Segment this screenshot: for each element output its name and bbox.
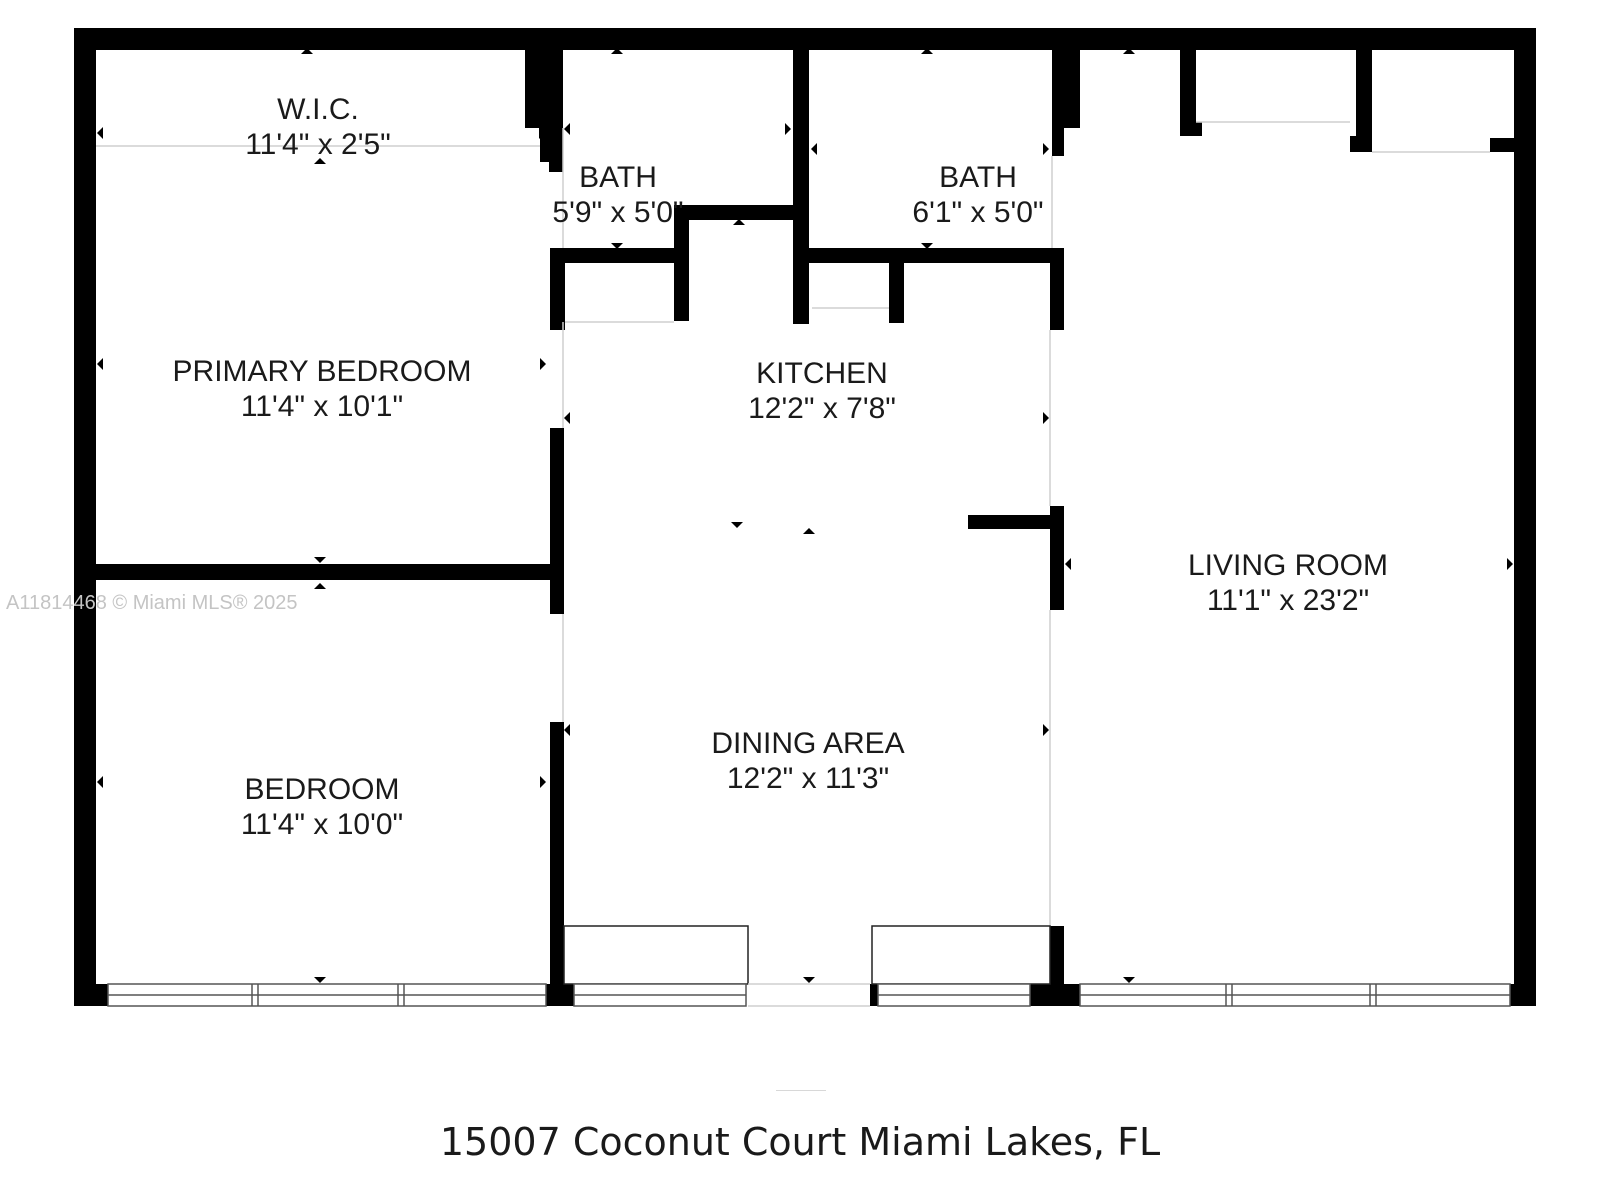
living-closet-left-foot	[1180, 122, 1202, 136]
wall-left	[74, 28, 96, 1006]
room-label-dining-area: DINING AREA 12'2" x 11'3"	[711, 726, 904, 796]
living-stub-horizontal	[968, 515, 1062, 529]
bath-right-side-wall-top	[1052, 28, 1080, 128]
bath-left-bottom-wall	[550, 248, 674, 263]
room-size: 11'1" x 23'2"	[1206, 584, 1370, 617]
room-name: BEDROOM	[244, 773, 400, 806]
wall-bottom-right-cap	[1510, 984, 1536, 1006]
living-dining-wall-bottom	[1050, 926, 1064, 1006]
room-label-primary-bedroom: PRIMARY BEDROOM 11'4" x 10'1"	[173, 354, 472, 424]
room-label-kitchen: KITCHEN 12'2" x 7'8"	[748, 356, 896, 426]
room-name: DINING AREA	[711, 727, 905, 760]
counter-left	[563, 925, 749, 985]
address-divider	[776, 1090, 826, 1091]
room-size: 11'4" x 10'0"	[240, 808, 404, 841]
wic-closet-stub	[540, 128, 563, 162]
mls-watermark: A11814468 © Miami MLS® 2025	[6, 592, 298, 614]
bath-right-side-wall-mid	[1052, 128, 1064, 156]
room-label-living-room: LIVING ROOM 11'1" x 23'2"	[1188, 548, 1388, 618]
living-closet-mid	[1356, 28, 1372, 152]
room-label-bath-right: BATH 6'1" x 5'0"	[912, 160, 1043, 230]
entry-threshold	[748, 983, 870, 1007]
room-name: PRIMARY BEDROOM	[172, 355, 472, 388]
property-address: 15007 Coconut Court Miami Lakes, FL	[439, 1120, 1161, 1164]
room-name: LIVING ROOM	[1187, 549, 1389, 582]
thin-lines	[96, 121, 1490, 926]
room-label-bath-left: BATH 5'9" x 5'0"	[552, 160, 683, 230]
counter-right	[871, 925, 1051, 985]
bath-left-step-side	[674, 205, 689, 321]
room-label-wic: W.I.C. 11'4" x 2'5"	[245, 92, 391, 162]
bath-right-bottom-wall	[809, 248, 1062, 263]
room-name: W.I.C.	[277, 93, 359, 126]
room-name: KITCHEN	[756, 357, 888, 390]
bedroom-divider	[96, 564, 560, 580]
primary-bedroom-right-wall	[550, 428, 564, 614]
room-name: BATH	[579, 161, 657, 194]
living-stub-vertical	[1050, 506, 1064, 610]
bath-right-post	[889, 263, 904, 323]
room-size: 12'2" x 11'3"	[726, 762, 890, 795]
room-size: 5'9" x 5'0"	[552, 196, 684, 229]
wall-bottom-seg-2	[870, 984, 878, 1006]
room-size: 11'4" x 10'1"	[240, 390, 404, 423]
counters	[563, 925, 1051, 985]
room-name: BATH	[939, 161, 1017, 194]
room-size: 12'2" x 7'8"	[748, 392, 896, 425]
room-size: 6'1" x 5'0"	[912, 196, 1044, 229]
room-label-bedroom: BEDROOM 11'4" x 10'0"	[241, 772, 403, 842]
walls	[74, 28, 1536, 1006]
bath-left-wall-column	[549, 162, 563, 172]
windows	[107, 983, 1511, 1007]
baths-divider	[793, 28, 809, 324]
living-closet-right-foot	[1490, 138, 1514, 152]
dimension-markers	[97, 48, 1513, 983]
wic-closet-block	[525, 28, 563, 128]
wall-right	[1514, 28, 1536, 1006]
living-closet-mid-foot	[1350, 136, 1372, 152]
bedroom-right-wall	[550, 722, 564, 1006]
room-size: 11'4" x 2'5"	[245, 128, 391, 161]
bath-left-step-top	[674, 205, 793, 220]
wall-bottom-left-cap	[74, 984, 108, 1006]
bath-left-bottom-post	[550, 248, 565, 330]
bath-right-side-wall-low	[1050, 248, 1064, 330]
living-closet-left	[1180, 28, 1196, 136]
